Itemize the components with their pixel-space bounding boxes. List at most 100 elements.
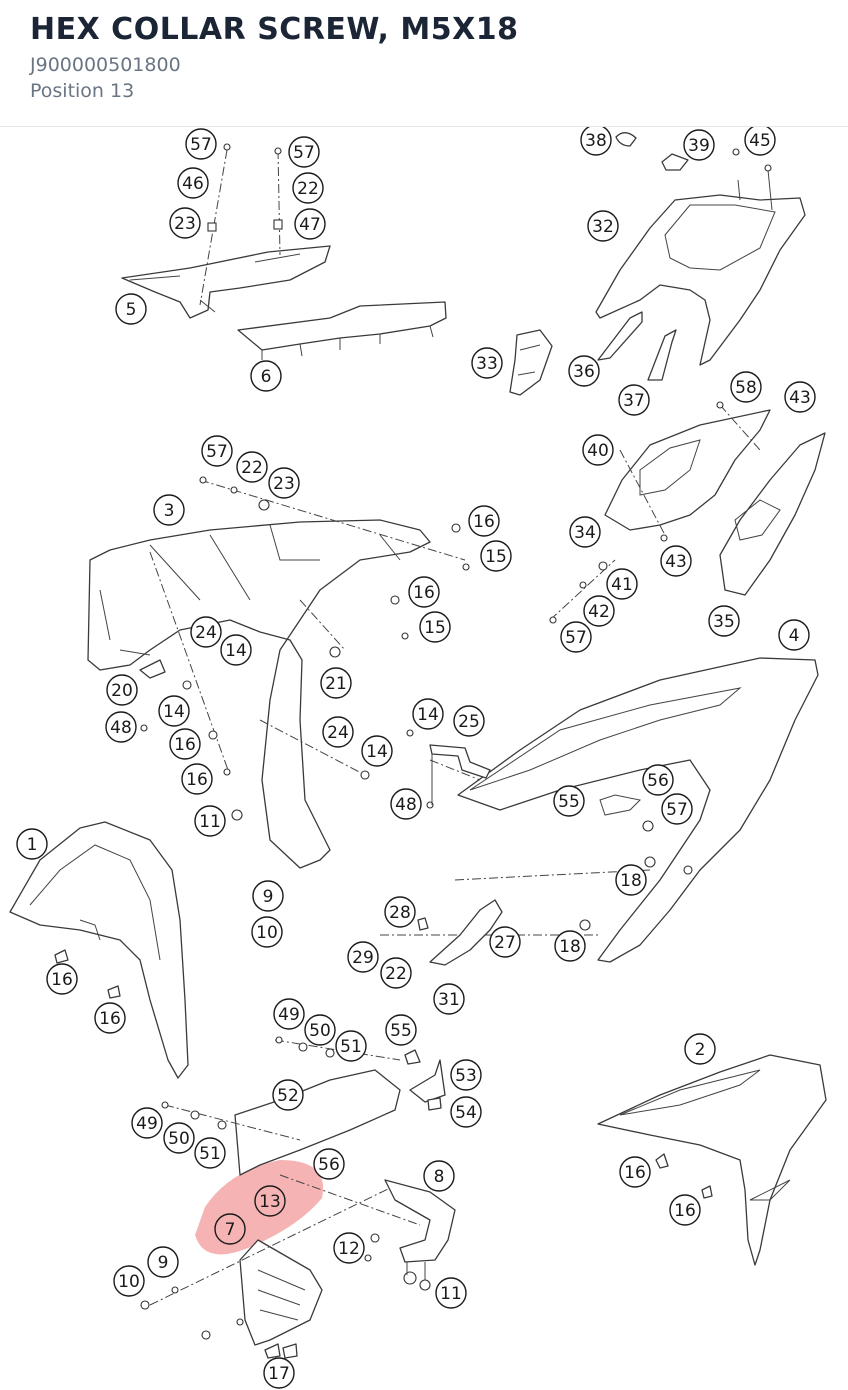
callout-18[interactable]: 18 bbox=[554, 930, 586, 962]
callout-58[interactable]: 58 bbox=[730, 371, 762, 403]
callout-48[interactable]: 48 bbox=[390, 788, 422, 820]
callout-16[interactable]: 16 bbox=[619, 1156, 651, 1188]
callout-43[interactable]: 43 bbox=[660, 545, 692, 577]
callout-40[interactable]: 40 bbox=[582, 434, 614, 466]
callout-label: 51 bbox=[199, 1144, 221, 1164]
callout-51[interactable]: 51 bbox=[335, 1030, 367, 1062]
callout-5[interactable]: 5 bbox=[115, 293, 147, 325]
callout-1[interactable]: 1 bbox=[16, 828, 48, 860]
callout-47[interactable]: 47 bbox=[294, 208, 326, 240]
callout-3[interactable]: 3 bbox=[153, 494, 185, 526]
callout-circle bbox=[169, 207, 201, 239]
callout-label: 54 bbox=[455, 1103, 477, 1123]
callout-4[interactable]: 4 bbox=[778, 619, 810, 651]
callout-label: 27 bbox=[494, 933, 516, 953]
callout-50[interactable]: 50 bbox=[163, 1122, 195, 1154]
callout-8[interactable]: 8 bbox=[423, 1160, 455, 1192]
callout-15[interactable]: 15 bbox=[480, 540, 512, 572]
callout-24[interactable]: 24 bbox=[322, 716, 354, 748]
callout-38[interactable]: 38 bbox=[580, 127, 612, 156]
callout-16[interactable]: 16 bbox=[669, 1194, 701, 1226]
callout-2[interactable]: 2 bbox=[684, 1033, 716, 1065]
callout-49[interactable]: 49 bbox=[273, 998, 305, 1030]
callout-18[interactable]: 18 bbox=[615, 864, 647, 896]
callout-55[interactable]: 55 bbox=[553, 785, 585, 817]
callout-34[interactable]: 34 bbox=[569, 516, 601, 548]
callout-52[interactable]: 52 bbox=[272, 1079, 304, 1111]
callout-57[interactable]: 57 bbox=[185, 128, 217, 160]
callout-17[interactable]: 17 bbox=[263, 1357, 295, 1389]
callout-20[interactable]: 20 bbox=[106, 674, 138, 706]
callout-57[interactable]: 57 bbox=[288, 136, 320, 168]
callout-circle bbox=[778, 619, 810, 651]
callout-57[interactable]: 57 bbox=[560, 621, 592, 653]
callout-50[interactable]: 50 bbox=[304, 1014, 336, 1046]
callout-23[interactable]: 23 bbox=[268, 467, 300, 499]
callout-54[interactable]: 54 bbox=[450, 1096, 482, 1128]
callout-9[interactable]: 9 bbox=[252, 880, 284, 912]
callout-29[interactable]: 29 bbox=[347, 941, 379, 973]
callout-12[interactable]: 12 bbox=[333, 1232, 365, 1264]
part-27-bracket bbox=[417, 899, 503, 966]
callout-label: 50 bbox=[168, 1129, 190, 1149]
callout-9[interactable]: 9 bbox=[147, 1246, 179, 1278]
callout-16[interactable]: 16 bbox=[169, 728, 201, 760]
callout-16[interactable]: 16 bbox=[181, 763, 213, 795]
callout-circle bbox=[335, 1030, 367, 1062]
part-6-bracket bbox=[237, 301, 447, 360]
callout-11[interactable]: 11 bbox=[435, 1277, 467, 1309]
callout-14[interactable]: 14 bbox=[412, 698, 444, 730]
callout-16[interactable]: 16 bbox=[468, 505, 500, 537]
callout-55[interactable]: 55 bbox=[385, 1014, 417, 1046]
callout-circle bbox=[489, 926, 521, 958]
callout-7[interactable]: 7 bbox=[214, 1213, 246, 1245]
callout-21[interactable]: 21 bbox=[320, 667, 352, 699]
callout-42[interactable]: 42 bbox=[583, 595, 615, 627]
callout-53[interactable]: 53 bbox=[450, 1059, 482, 1091]
callout-25[interactable]: 25 bbox=[453, 705, 485, 737]
callout-16[interactable]: 16 bbox=[94, 1002, 126, 1034]
callout-48[interactable]: 48 bbox=[105, 711, 137, 743]
callout-31[interactable]: 31 bbox=[433, 983, 465, 1015]
part-8-mount-bracket bbox=[140, 1174, 456, 1359]
callout-13[interactable]: 13 bbox=[254, 1185, 286, 1217]
callout-43[interactable]: 43 bbox=[784, 381, 816, 413]
callout-14[interactable]: 14 bbox=[158, 695, 190, 727]
callout-56[interactable]: 56 bbox=[313, 1148, 345, 1180]
callout-22[interactable]: 22 bbox=[292, 172, 324, 204]
callout-22[interactable]: 22 bbox=[380, 957, 412, 989]
callout-56[interactable]: 56 bbox=[642, 764, 674, 796]
callout-57[interactable]: 57 bbox=[661, 793, 693, 825]
callout-10[interactable]: 10 bbox=[113, 1265, 145, 1297]
callout-37[interactable]: 37 bbox=[618, 384, 650, 416]
callout-label: 57 bbox=[565, 628, 587, 648]
callout-16[interactable]: 16 bbox=[408, 576, 440, 608]
callout-51[interactable]: 51 bbox=[194, 1137, 226, 1169]
callout-22[interactable]: 22 bbox=[236, 451, 268, 483]
callout-label: 14 bbox=[417, 705, 439, 725]
callout-label: 32 bbox=[592, 217, 614, 237]
callout-57[interactable]: 57 bbox=[201, 435, 233, 467]
callout-circle bbox=[380, 957, 412, 989]
callout-10[interactable]: 10 bbox=[251, 916, 283, 948]
callout-36[interactable]: 36 bbox=[568, 355, 600, 387]
callout-14[interactable]: 14 bbox=[361, 735, 393, 767]
callout-14[interactable]: 14 bbox=[220, 634, 252, 666]
callout-39[interactable]: 39 bbox=[683, 129, 715, 161]
callout-35[interactable]: 35 bbox=[708, 605, 740, 637]
callout-45[interactable]: 45 bbox=[744, 127, 776, 156]
callout-15[interactable]: 15 bbox=[419, 611, 451, 643]
callout-33[interactable]: 33 bbox=[471, 347, 503, 379]
callout-28[interactable]: 28 bbox=[384, 896, 416, 928]
callout-24[interactable]: 24 bbox=[190, 616, 222, 648]
callout-32[interactable]: 32 bbox=[587, 210, 619, 242]
callout-11[interactable]: 11 bbox=[194, 805, 226, 837]
callout-27[interactable]: 27 bbox=[489, 926, 521, 958]
callout-41[interactable]: 41 bbox=[606, 568, 638, 600]
callout-6[interactable]: 6 bbox=[250, 360, 282, 392]
callout-16[interactable]: 16 bbox=[46, 963, 78, 995]
callout-49[interactable]: 49 bbox=[131, 1107, 163, 1139]
callout-23[interactable]: 23 bbox=[169, 207, 201, 239]
callout-46[interactable]: 46 bbox=[177, 167, 209, 199]
